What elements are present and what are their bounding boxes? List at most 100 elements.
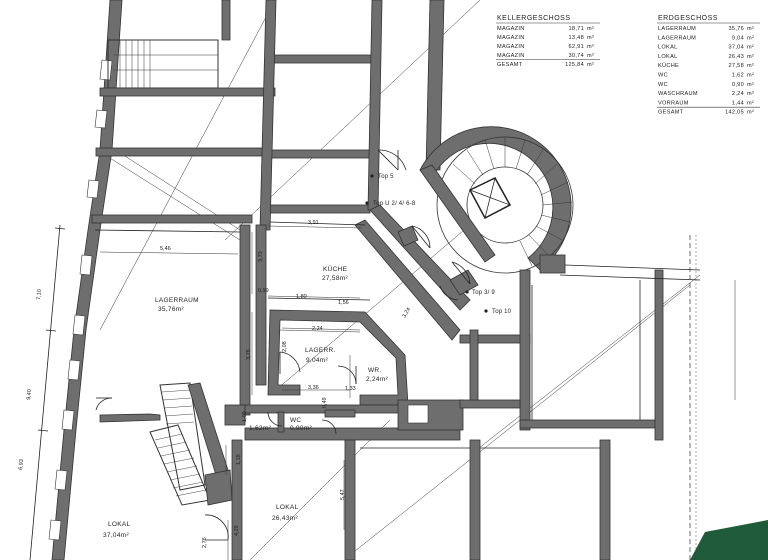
green-corner-marker <box>690 520 768 560</box>
room-wc-area: 0,90m² <box>290 425 313 432</box>
table-cell-unit: m² <box>587 62 594 68</box>
label-top-5: Top 5 <box>378 174 394 180</box>
table-cell-value: 142,05 <box>725 110 744 116</box>
table-cell-value: 9,04 <box>732 35 744 41</box>
dim-180: 1,80 <box>296 294 307 300</box>
table-cell-value: 62,91 <box>569 44 585 50</box>
table-cell-value: 1,62 <box>732 73 744 79</box>
dim-156: 1,56 <box>338 300 349 306</box>
table-cell-unit: m² <box>747 26 754 32</box>
table-cell-name: LOKAL <box>658 54 678 60</box>
room-lokal-right-name: LOKAL <box>276 504 299 511</box>
dim-693: 6,93 <box>18 459 25 470</box>
table-cell-name: WASCHRAUM <box>658 91 698 97</box>
table-cell-unit: m² <box>587 26 594 32</box>
table-cell-value: 37,04 <box>729 45 745 51</box>
table-cell-unit: m² <box>587 35 594 41</box>
marker-top-39 <box>465 290 469 294</box>
dim-429: 4,29 <box>234 525 240 536</box>
room-lokal-left-name: LOKAL <box>108 521 131 528</box>
table-cell-value: 18,71 <box>569 26 585 32</box>
exterior-wall-left <box>48 0 123 560</box>
room-lokal-left-area: 37,04m² <box>103 532 129 539</box>
table-cell-name: GESAMT <box>497 62 523 68</box>
door-upper <box>377 149 407 171</box>
table-cell-value: 1,44 <box>732 100 744 106</box>
marker-top-2468 <box>365 201 369 205</box>
room-lagerraum-area: 35,76m² <box>158 306 184 313</box>
spiral-staircase <box>419 126 574 274</box>
room-wr-area: 2,24m² <box>366 376 389 383</box>
staircase-upper <box>114 40 218 88</box>
dim-118: 1,18 <box>236 454 242 465</box>
room-lagerr-area: 9,04m² <box>306 357 329 364</box>
marker-top-10 <box>484 309 488 313</box>
table-cell-value: 35,76 <box>729 26 745 32</box>
room-lokal-right-area: 26,43m² <box>272 515 298 522</box>
table-cell-unit: m² <box>587 53 594 59</box>
dim-373: 3,73 <box>258 251 264 262</box>
label-top-2468: Top U 2/ 4/ 6-8 <box>373 201 416 207</box>
table-erdgeschoss-title: ERDGESCHOSS <box>658 15 718 22</box>
dim-099: 0,99 <box>258 288 269 294</box>
table-cell-unit: m² <box>747 82 754 88</box>
table-cell-unit: m² <box>747 63 754 69</box>
table-cell-unit: m² <box>747 54 754 60</box>
table-kellergeschoss-title: KELLERGESCHOSS <box>497 15 571 22</box>
table-cell-name: WC <box>658 73 668 79</box>
table-cell-unit: m² <box>747 45 754 51</box>
table-cell-value: 0,90 <box>732 82 744 88</box>
dim-336: 3,36 <box>308 385 319 391</box>
dim-940: 9,40 <box>26 389 33 400</box>
table-cell-name: MAGAZIN <box>497 26 525 32</box>
room-wr-name: WR. <box>368 367 382 374</box>
table-cell-name: MAGAZIN <box>497 35 525 41</box>
kitchen-area <box>267 221 409 406</box>
left-dimension-line: 7,10 9,40 6,93 <box>18 224 66 560</box>
dim-547: 5,47 <box>340 489 346 500</box>
staircase-lower <box>149 382 233 506</box>
table-cell-name: LOKAL <box>658 45 678 51</box>
room-lagerraum-name: LAGERRAUM <box>155 297 199 304</box>
table-cell-value: 2,24 <box>732 91 744 97</box>
label-top-39: Top 3/ 9 <box>472 290 495 296</box>
dim-324: 3,24 <box>402 307 413 319</box>
dim-109: 1,09 <box>242 411 248 422</box>
dim-224: 2,24 <box>312 326 323 332</box>
dim-208: 2,08 <box>282 341 288 352</box>
table-cell-value: 125,84 <box>565 62 584 68</box>
dim-049: 0,49 <box>322 397 328 408</box>
table-cell-unit: m² <box>587 44 594 50</box>
table-cell-name: LAGERRAUM <box>658 35 696 41</box>
table-cell-unit: m² <box>747 73 754 79</box>
table-cell-name: KÜCHE <box>658 62 679 69</box>
dim-276: 2,76 <box>202 537 208 548</box>
table-cell-name: MAGAZIN <box>497 44 525 50</box>
table-cell-unit: m² <box>747 100 754 106</box>
corridor-doors <box>411 225 471 301</box>
lokal-walls <box>204 264 701 560</box>
dim-546: 5,46 <box>160 246 171 252</box>
dim-133: 1,33 <box>345 386 356 392</box>
dim-710: 7,10 <box>36 289 43 300</box>
table-cell-value: 30,74 <box>569 53 585 59</box>
table-cell-unit: m² <box>747 91 754 97</box>
dashed-guideline <box>689 235 736 560</box>
dim-391: 3,91 <box>308 220 319 226</box>
room-wc-name: WC <box>290 417 301 424</box>
upper-rooms <box>91 0 445 416</box>
room-kueche-area: 27,58m² <box>322 275 348 282</box>
marker-top-5 <box>370 174 374 178</box>
corridor-walls <box>354 164 531 431</box>
table-cell-unit: m² <box>747 35 754 41</box>
room-kueche-name: KÜCHE <box>323 265 348 273</box>
table-cell-name: LAGERRAUM <box>658 26 696 32</box>
table-cell-unit: m² <box>747 110 754 116</box>
table-cell-value: 27,58 <box>729 63 745 69</box>
